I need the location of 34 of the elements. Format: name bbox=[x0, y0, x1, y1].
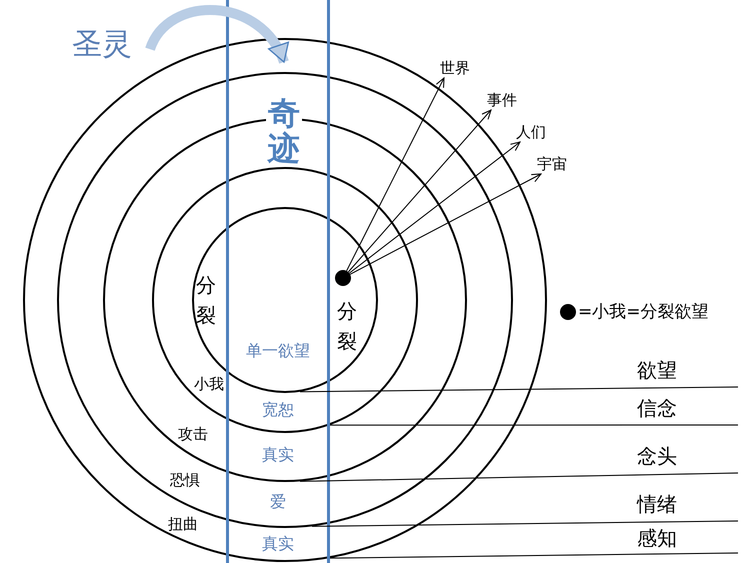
split-dot bbox=[335, 270, 351, 286]
level-label: 念头 bbox=[630, 439, 738, 473]
arrow bbox=[348, 142, 520, 274]
curved-arrow bbox=[145, 5, 289, 64]
ring-label: 恐惧 bbox=[170, 472, 200, 488]
arrow-label: 宇宙 bbox=[537, 154, 573, 174]
split-label: 分裂 bbox=[196, 272, 217, 329]
spirit-text: 圣灵 bbox=[72, 24, 150, 66]
arrow-label: 事件 bbox=[487, 90, 523, 110]
column-label: 真实 bbox=[262, 446, 294, 464]
ring-label: 攻击 bbox=[178, 426, 208, 442]
legend-text: =小我=分裂欲望 bbox=[578, 301, 708, 323]
arrow bbox=[350, 174, 542, 275]
arrow bbox=[346, 78, 444, 272]
leader-line bbox=[300, 472, 738, 482]
arrow-label: 人们 bbox=[516, 122, 552, 142]
level-label: 感知 bbox=[630, 523, 738, 553]
level-label: 情绪 bbox=[630, 487, 738, 521]
arrow bbox=[348, 110, 492, 272]
column-label: 单一欲望 bbox=[246, 342, 310, 360]
column-label: 真实 bbox=[262, 535, 294, 553]
leader-line bbox=[312, 520, 738, 527]
miracle-text: 奇迹 bbox=[266, 96, 302, 166]
level-label: 信念 bbox=[630, 391, 738, 425]
leader-line bbox=[300, 386, 738, 392]
column-label: 爱 bbox=[270, 493, 286, 511]
leader-line bbox=[330, 552, 738, 559]
arrow-label: 世界 bbox=[440, 58, 476, 78]
ring-label: 小我 bbox=[194, 376, 224, 392]
column-label: 宽恕 bbox=[262, 401, 294, 419]
level-label: 欲望 bbox=[630, 353, 738, 387]
ring-label: 扭曲 bbox=[168, 516, 198, 532]
split-label: 分裂 bbox=[337, 298, 358, 355]
leader-line bbox=[330, 424, 738, 426]
